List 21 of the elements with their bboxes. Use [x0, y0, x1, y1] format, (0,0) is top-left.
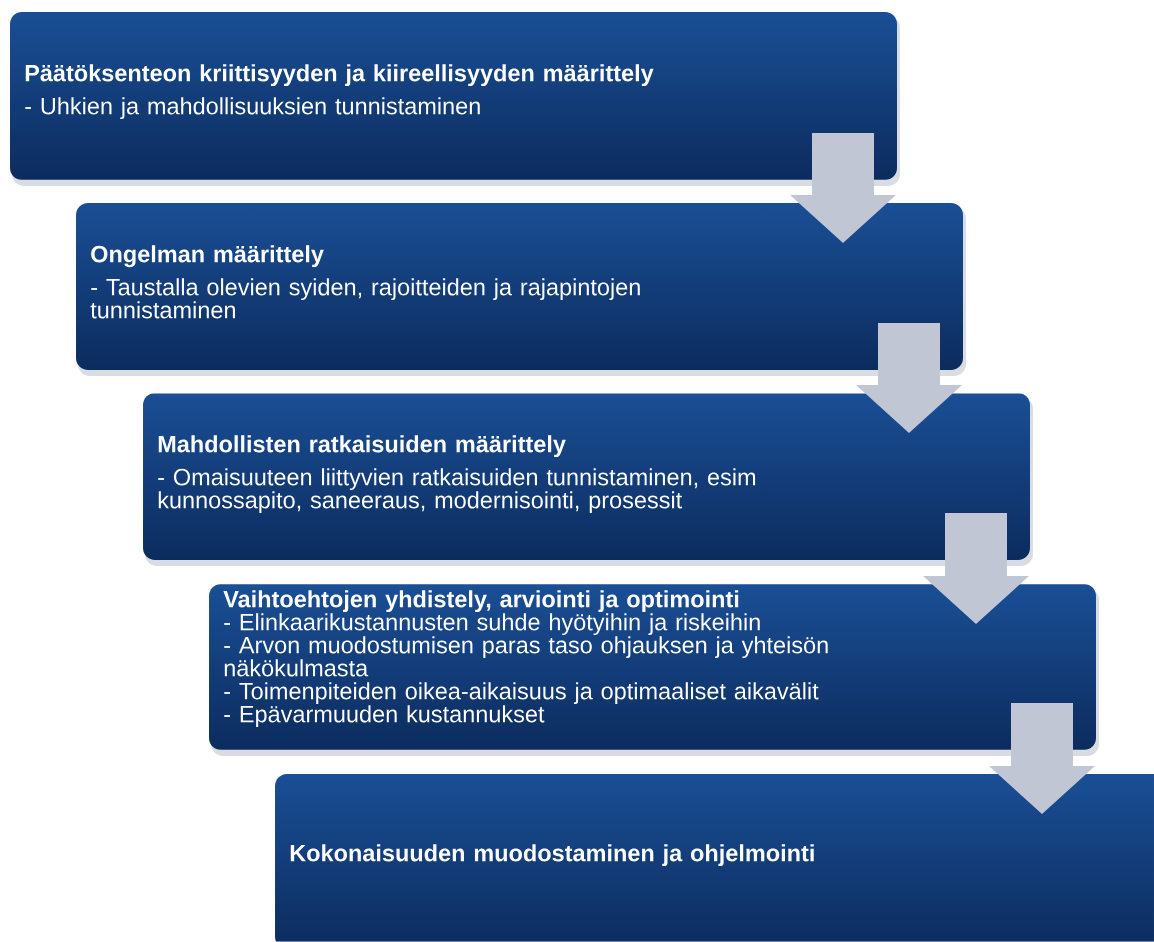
step-heading: Kokonaisuuden muodostaminen ja ohjelmointi: [290, 844, 814, 867]
step-heading: Ongelman määrittely: [91, 245, 324, 268]
step-heading: Päätöksenteon kriittisyyden ja kiireellisyyden määrittely: [25, 64, 654, 87]
process-box: [10, 12, 900, 186]
block-arrow: [790, 133, 896, 243]
bullet-text: - Omaisuuteen liittyvien ratkaisuiden tunnistaminen, esim kunnossapito, saneeraus, modernisointi, prosessit: [158, 468, 756, 514]
bullet-text: - Taustalla olevien syiden, rajoitteiden ja rajapintojen tunnistaminen: [90, 278, 640, 319]
block-arrow: [989, 703, 1095, 814]
process-box: [143, 393, 1033, 566]
process-box: [76, 203, 966, 376]
process-box: [209, 584, 1099, 756]
bullet-text: - Elinkaarikustannusten suhde hyötyihin ja riskeihin: [224, 613, 760, 636]
step-heading: Vaihtoehtojen yhdistely, arviointi ja optimointi: [223, 590, 739, 613]
bullet-text: - Arvon muodostumisen paras taso ohjauksen ja yhteisön näkökulmasta: [224, 636, 828, 677]
process-box: [275, 774, 1154, 942]
block-arrow: [856, 323, 962, 433]
bullet-text: - Toimenpiteiden oikea-aikaisuus ja optimaaliset aikavälit: [224, 682, 819, 705]
step-heading: Mahdollisten ratkaisuiden määrittely: [158, 435, 566, 458]
bullet-text: - Epävarmuuden kustannukset: [224, 705, 545, 728]
block-arrow: [923, 513, 1029, 624]
bullet-text: - Uhkien ja mahdollisuuksien tunnistaminen: [25, 97, 480, 120]
